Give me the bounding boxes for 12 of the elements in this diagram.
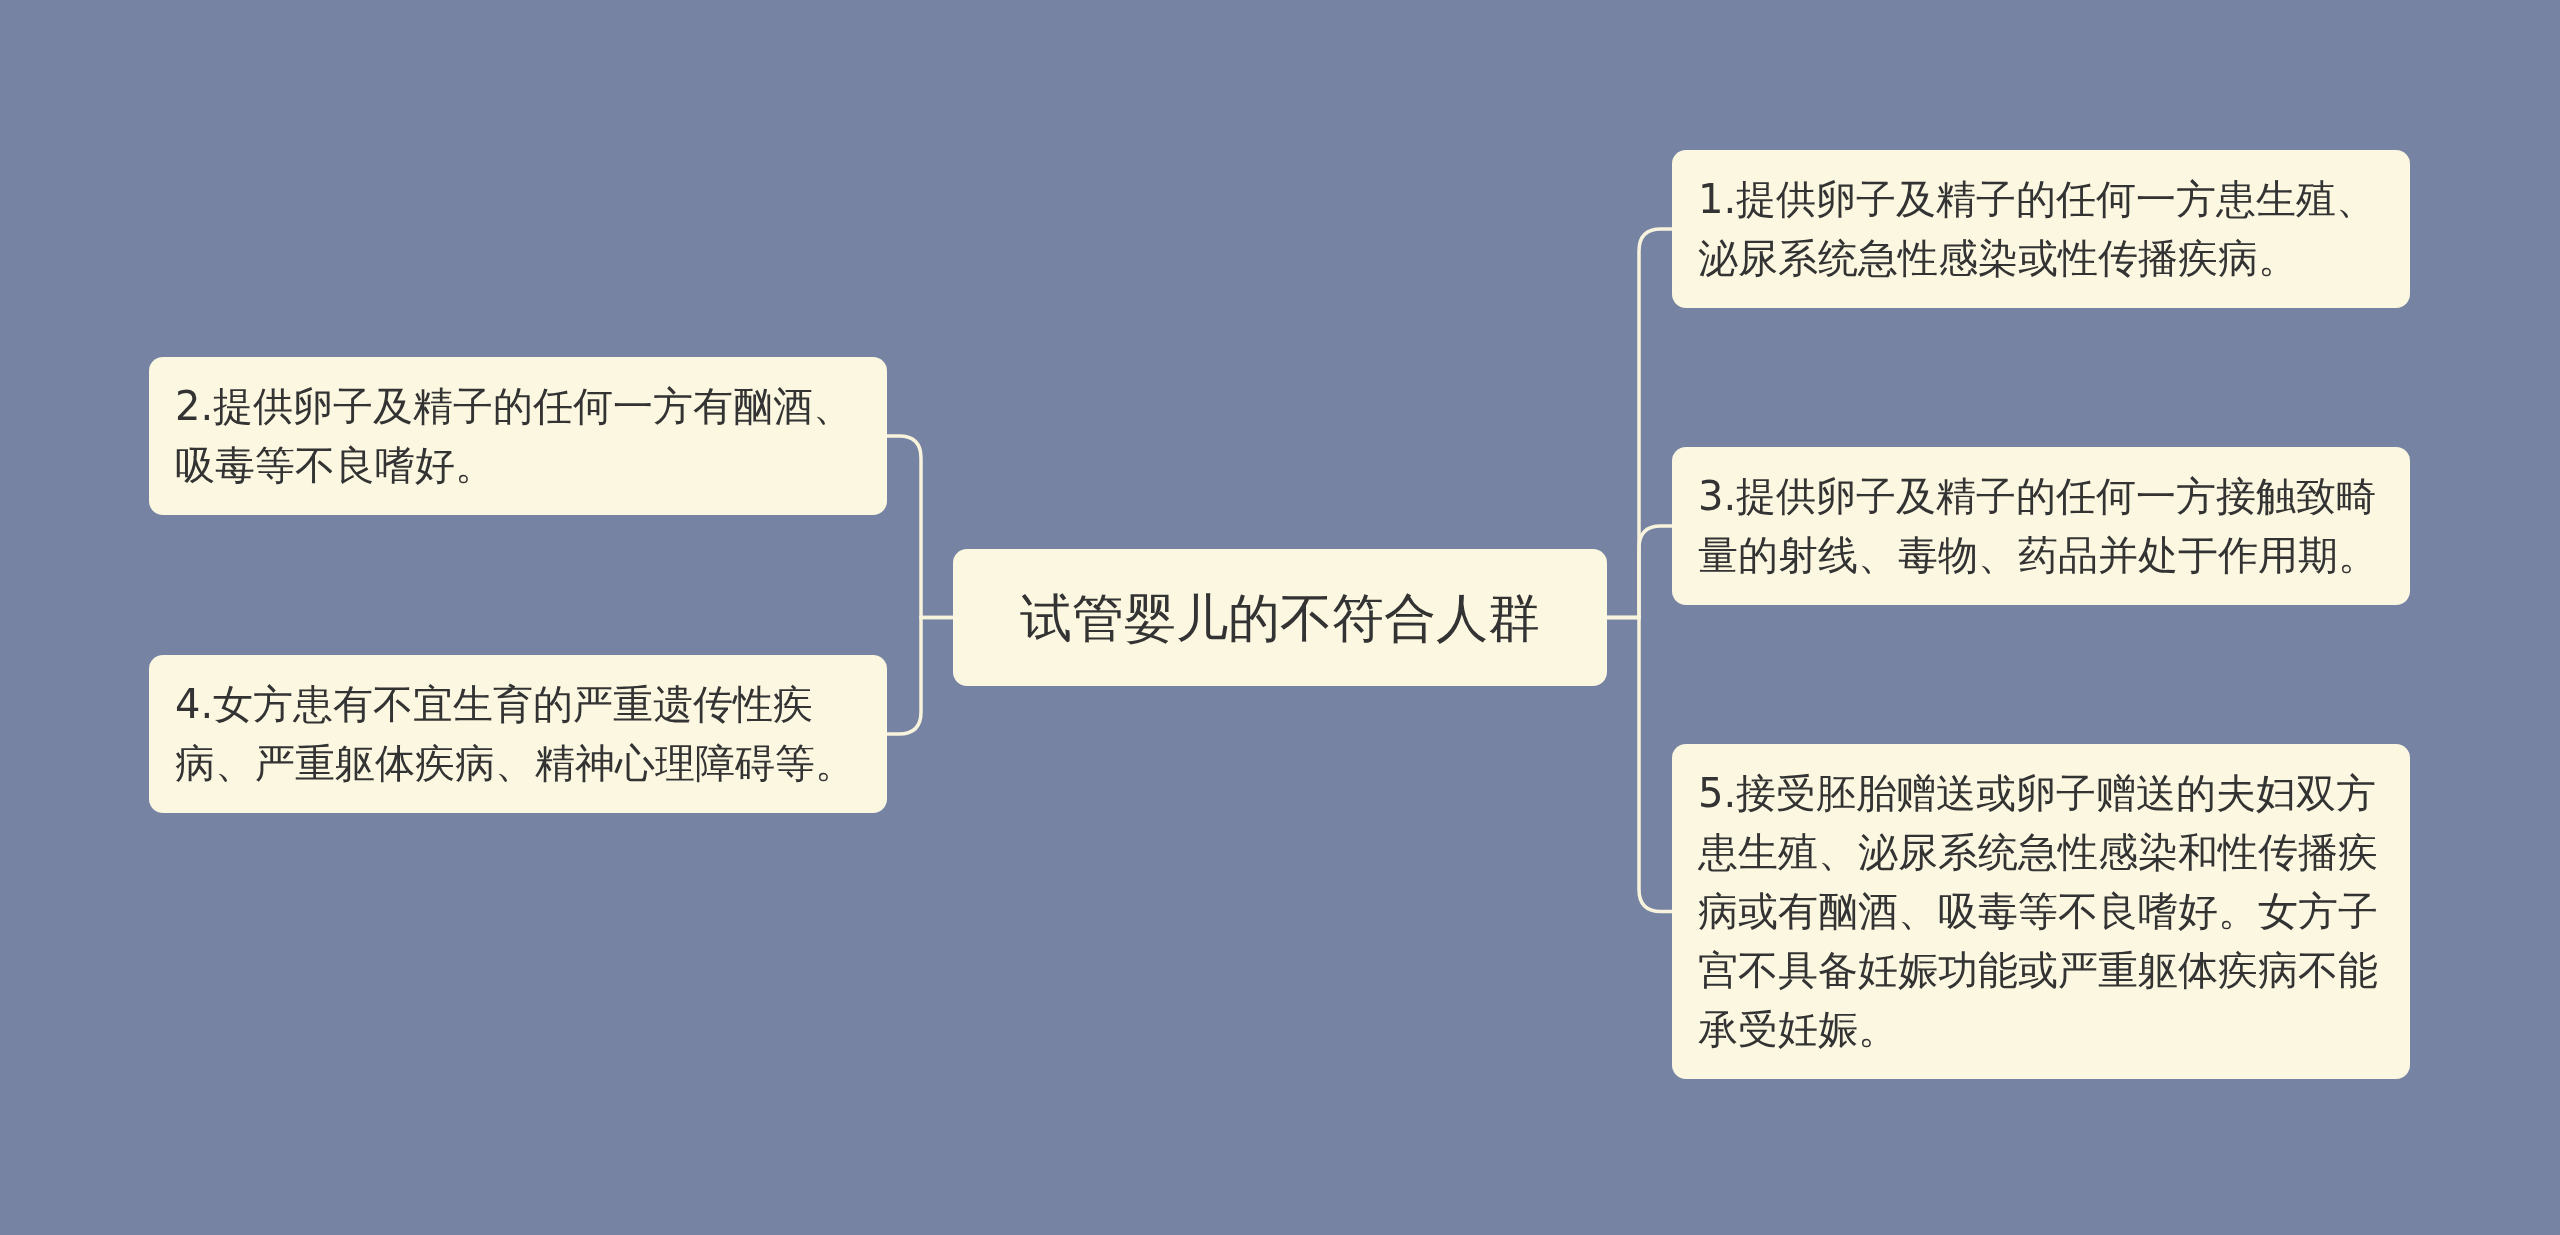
note-box — [149, 655, 887, 813]
note-text: 4.女方患有不宜生育的严重遗传性疾病、严重躯体疾病、精神心理障碍等。 — [175, 680, 856, 788]
note-box — [1672, 447, 2410, 605]
topic-box — [953, 549, 1607, 686]
note-box — [1672, 150, 2410, 308]
note-box — [149, 357, 887, 515]
note-box — [1672, 744, 2410, 1079]
note-text: 1.提供卵子及精子的任何一方患生殖、泌尿系统急性感染或性传播疾病。 — [1698, 175, 2378, 283]
note-text: 5.接受胚胎赠送或卵子赠送的夫妇双方患生殖、泌尿系统急性感染和性传播疾病或有酗酒、吸毒等不良嗜好。女方子宫不具备妊娠功能或严重躯体疾病不能承受妊娠。 — [1698, 769, 2379, 1054]
topic-text: 试管婴儿的不符合人群 — [1020, 587, 1540, 648]
note-text: 3.提供卵子及精子的任何一方接触致畸量的射线、毒物、药品并处于作用期。 — [1698, 472, 2379, 580]
note-text: 2.提供卵子及精子的任何一方有酗酒、吸毒等不良嗜好。 — [175, 382, 855, 490]
